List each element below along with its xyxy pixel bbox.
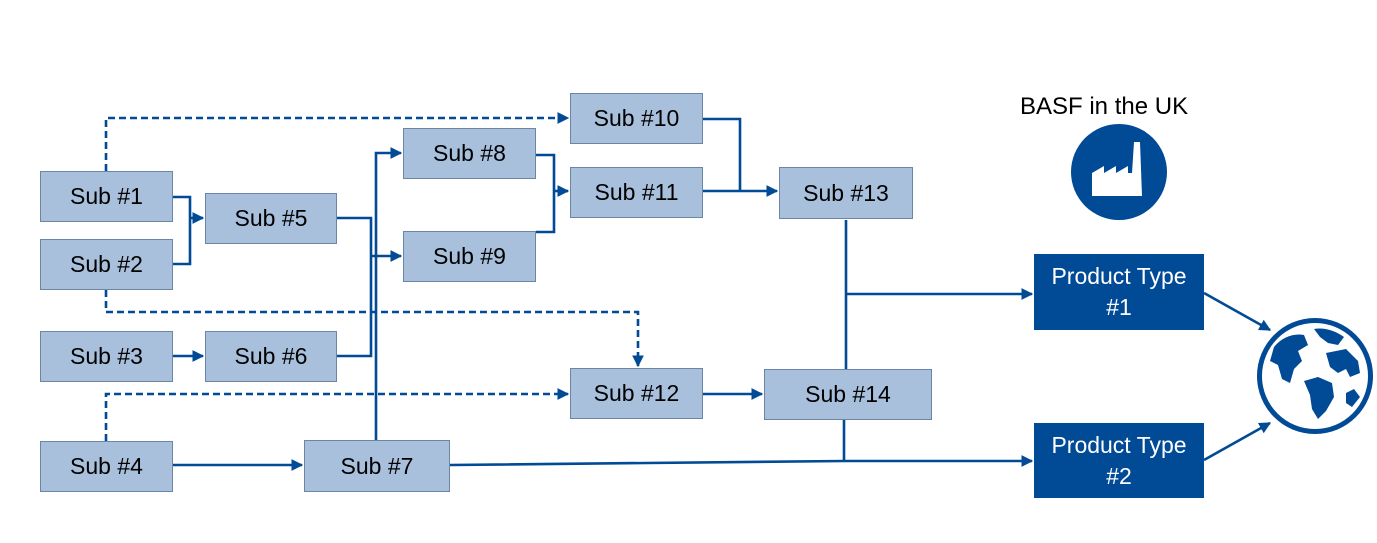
product-2-line-1: Product Type: [1051, 431, 1187, 458]
node-sub-12: Sub #12: [570, 368, 703, 419]
globe-icon: [1257, 318, 1373, 434]
node-product-type-1: Product Type #1: [1034, 254, 1204, 330]
connector-sub9-sub11: [536, 191, 556, 234]
node-sub-13: Sub #13: [779, 167, 913, 219]
node-sub-7: Sub #7: [304, 440, 450, 492]
connector-product2-globe: [1203, 421, 1272, 462]
node-sub-8: Sub #8: [403, 128, 536, 179]
node-sub-14: Sub #14: [764, 369, 932, 420]
connector-sub5-sub9: [337, 216, 373, 256]
connector-sub7-sub8: [374, 147, 403, 440]
node-sub-4: Sub #4: [40, 441, 173, 492]
node-sub-5: Sub #5: [205, 193, 337, 244]
node-product-type-2: Product Type #2: [1034, 423, 1204, 498]
product-2-line-2: #2: [1106, 462, 1132, 489]
node-sub-2: Sub #2: [40, 239, 173, 290]
product-1-line-2: #1: [1106, 294, 1132, 320]
product-1-line-1: Product Type: [1051, 263, 1187, 289]
factory-icon: [1071, 124, 1167, 220]
node-sub-3: Sub #3: [40, 331, 173, 382]
node-sub-6: Sub #6: [205, 331, 337, 382]
connector-sub6-sub9: [337, 256, 373, 358]
node-sub-1: Sub #1: [40, 171, 173, 222]
connector-sub4-sub12: [104, 388, 570, 441]
diagram-title: BASF in the UK: [1020, 93, 1189, 120]
connector-sub10-sub13: [703, 117, 742, 191]
node-sub-10: Sub #10: [570, 93, 703, 144]
connector-sub7-product2: [449, 455, 1034, 467]
connector-sub1-sub5: [173, 195, 192, 218]
connector-product1-globe: [1203, 291, 1272, 332]
connector-sub1-sub10: [104, 112, 570, 171]
node-sub-11: Sub #11: [570, 167, 703, 218]
node-sub-9: Sub #9: [403, 231, 536, 282]
connector-sub2-sub5: [173, 218, 192, 266]
connector-sub8-sub11: [536, 153, 556, 191]
